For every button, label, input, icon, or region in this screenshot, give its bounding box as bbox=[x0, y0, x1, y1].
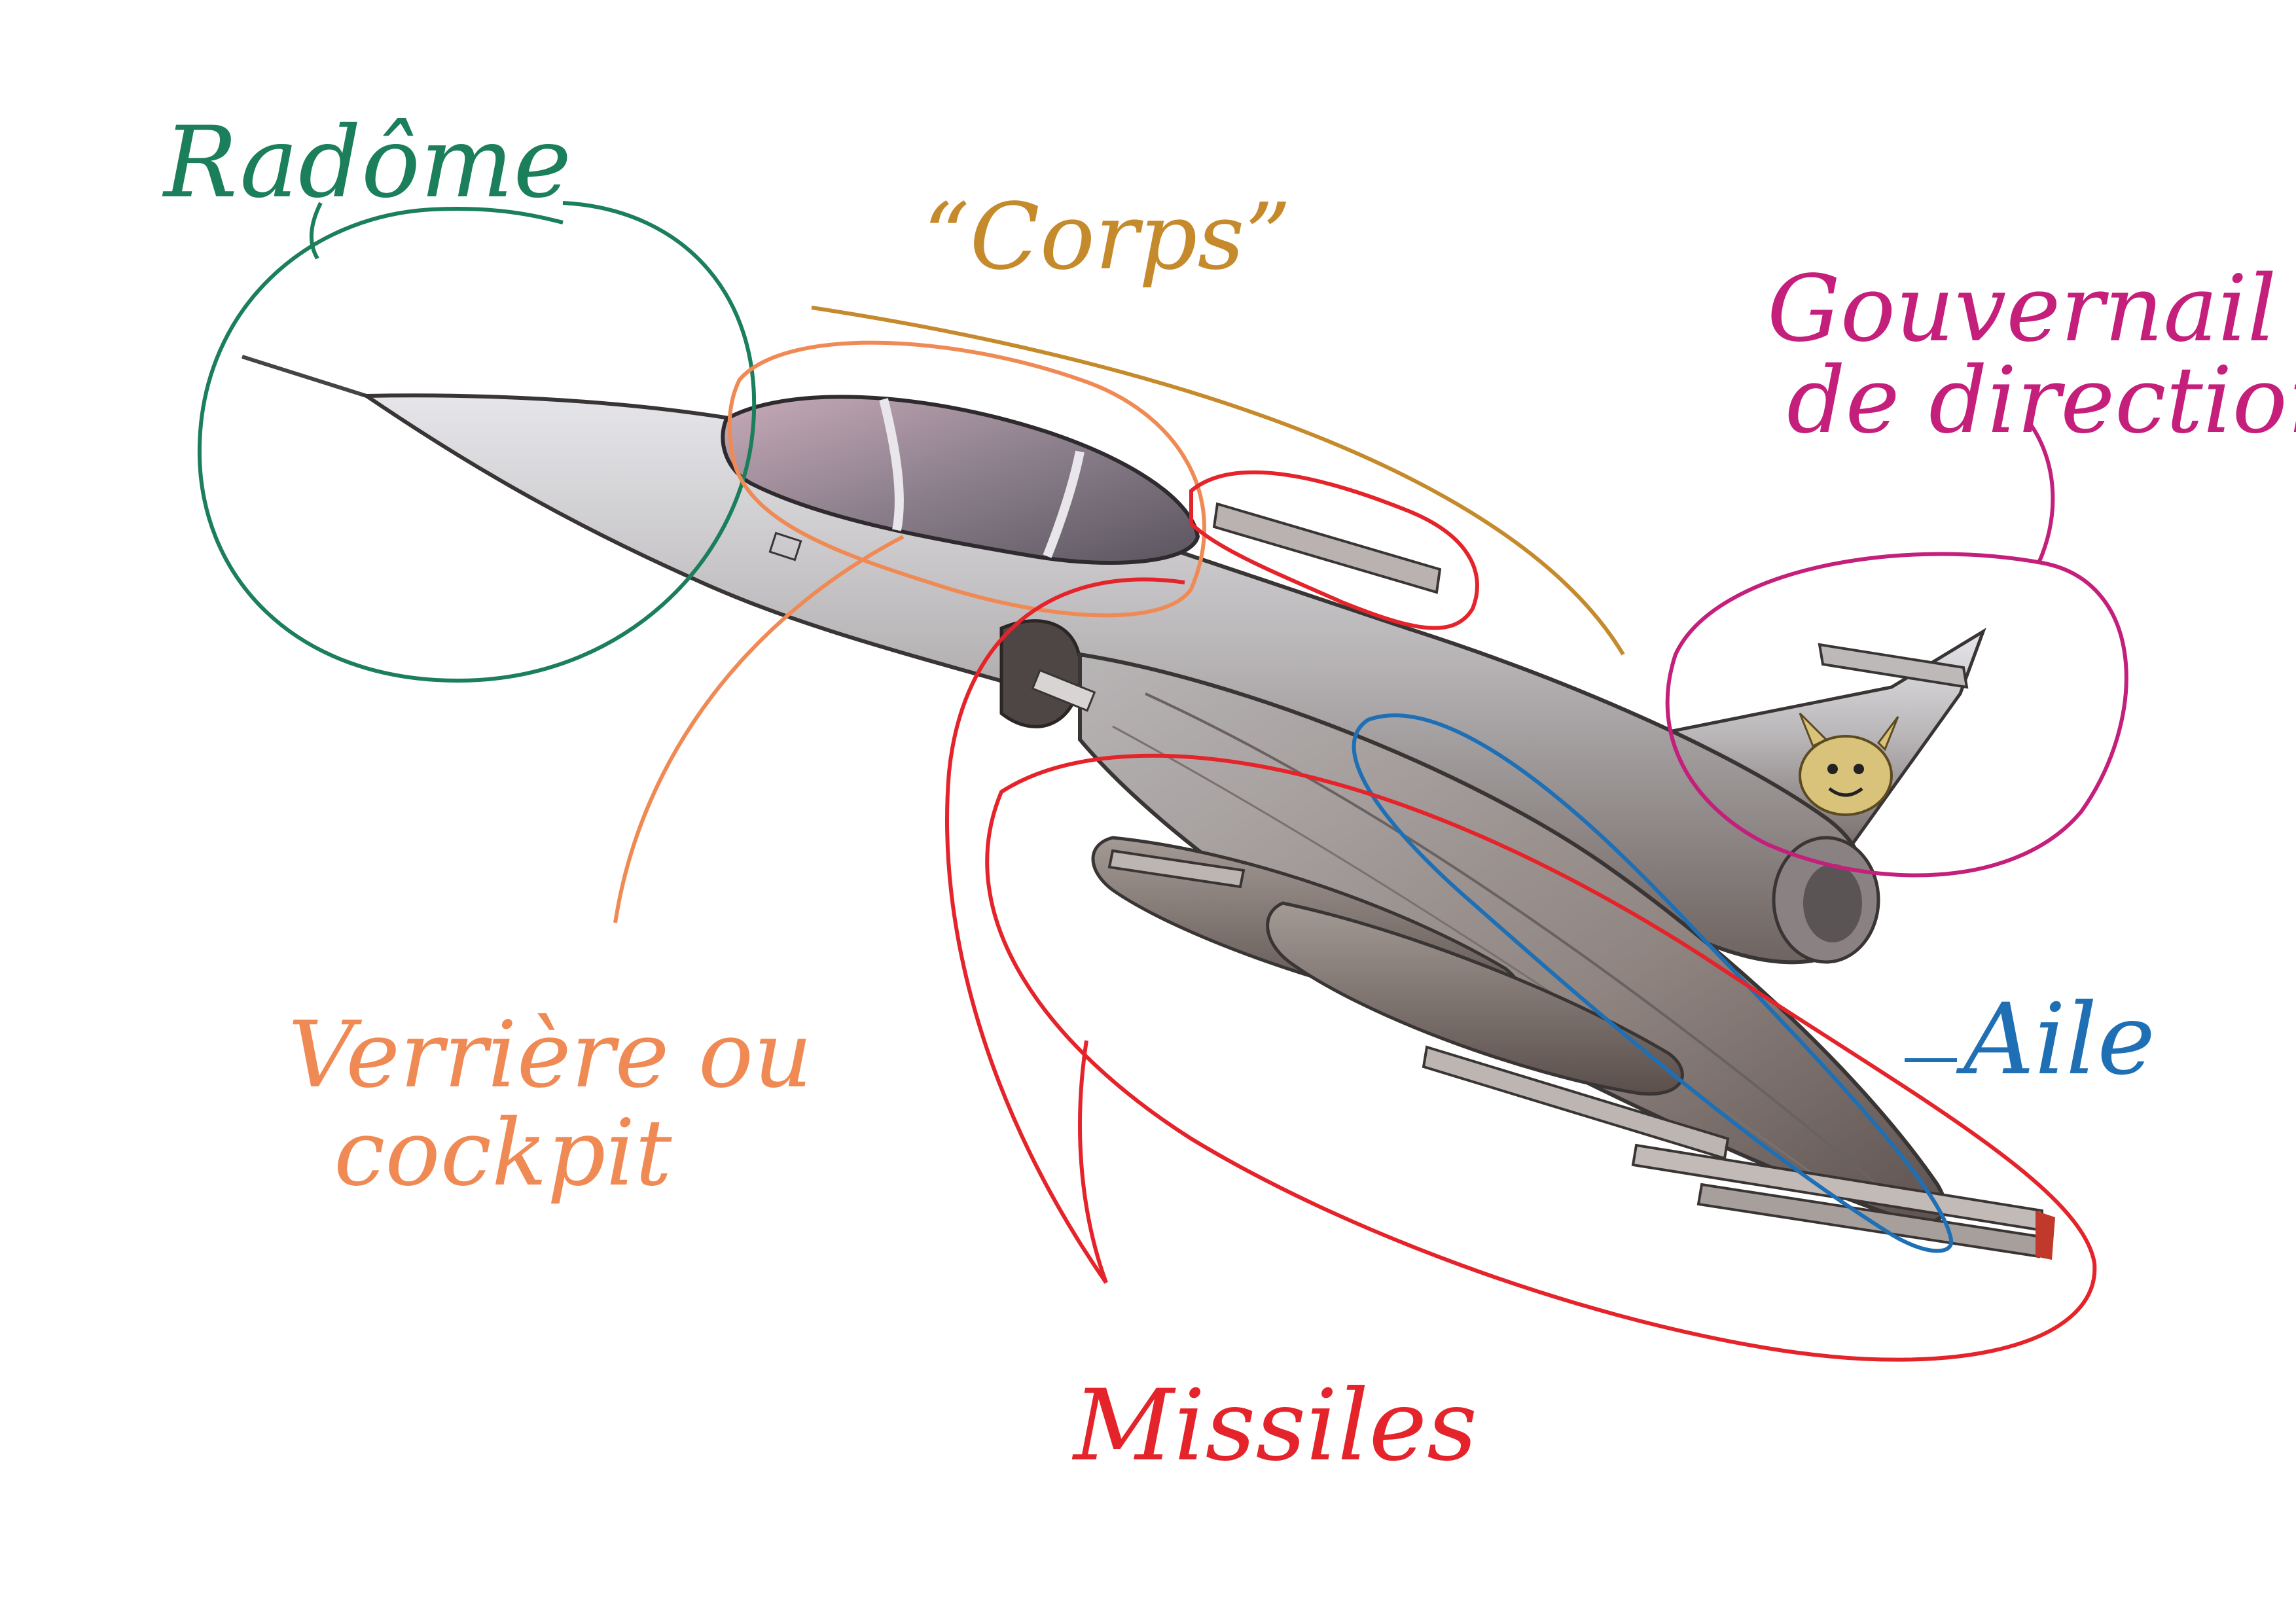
missiles-outline-left bbox=[945, 577, 1185, 1284]
pitot-probe bbox=[242, 355, 367, 398]
canopy bbox=[721, 395, 1200, 565]
label-radome: Radôme bbox=[162, 106, 571, 220]
label-gouvernail-line2: de direction bbox=[1787, 348, 2296, 454]
missiles-outline-bottom bbox=[985, 753, 2097, 1362]
missiles-leader-line bbox=[1078, 1040, 1108, 1284]
radome-outline bbox=[197, 201, 757, 683]
label-corps: “Corps” bbox=[923, 184, 1291, 291]
label-aile: Aile bbox=[1956, 983, 2155, 1097]
gouvernail-annotation bbox=[1665, 421, 2128, 878]
fin-emblem-icon bbox=[1799, 712, 1899, 816]
missiles-annotation bbox=[945, 470, 2097, 1362]
aile-annotation bbox=[1352, 713, 1957, 1253]
missiles-outline-top bbox=[1189, 470, 1479, 630]
fin-tip-fairing bbox=[1818, 643, 1969, 689]
drop-tank-2 bbox=[1266, 901, 1684, 1096]
label-verriere-line2: cockpit bbox=[334, 1100, 672, 1207]
verriere-annotation bbox=[613, 340, 1207, 923]
upper-missile bbox=[1212, 502, 1442, 594]
gouvernail-leader-line bbox=[2027, 421, 2055, 564]
label-gouvernail-line1: Gouvernail bbox=[1767, 256, 2276, 363]
gouvernail-outline bbox=[1665, 552, 2128, 878]
verriere-outline bbox=[727, 340, 1207, 618]
missile-1 bbox=[1107, 849, 1246, 889]
aile-outline bbox=[1352, 713, 1954, 1253]
corps-outline bbox=[811, 306, 1625, 656]
jet-illustration bbox=[242, 355, 2055, 1260]
label-missiles: Missiles bbox=[1071, 1369, 1477, 1483]
radome-leader-line bbox=[309, 202, 323, 260]
label-verriere-line1: Verrière ou bbox=[288, 1002, 812, 1109]
radome-annotation bbox=[197, 201, 757, 683]
corps-annotation bbox=[811, 306, 1625, 656]
verriere-leader-line bbox=[613, 535, 905, 923]
